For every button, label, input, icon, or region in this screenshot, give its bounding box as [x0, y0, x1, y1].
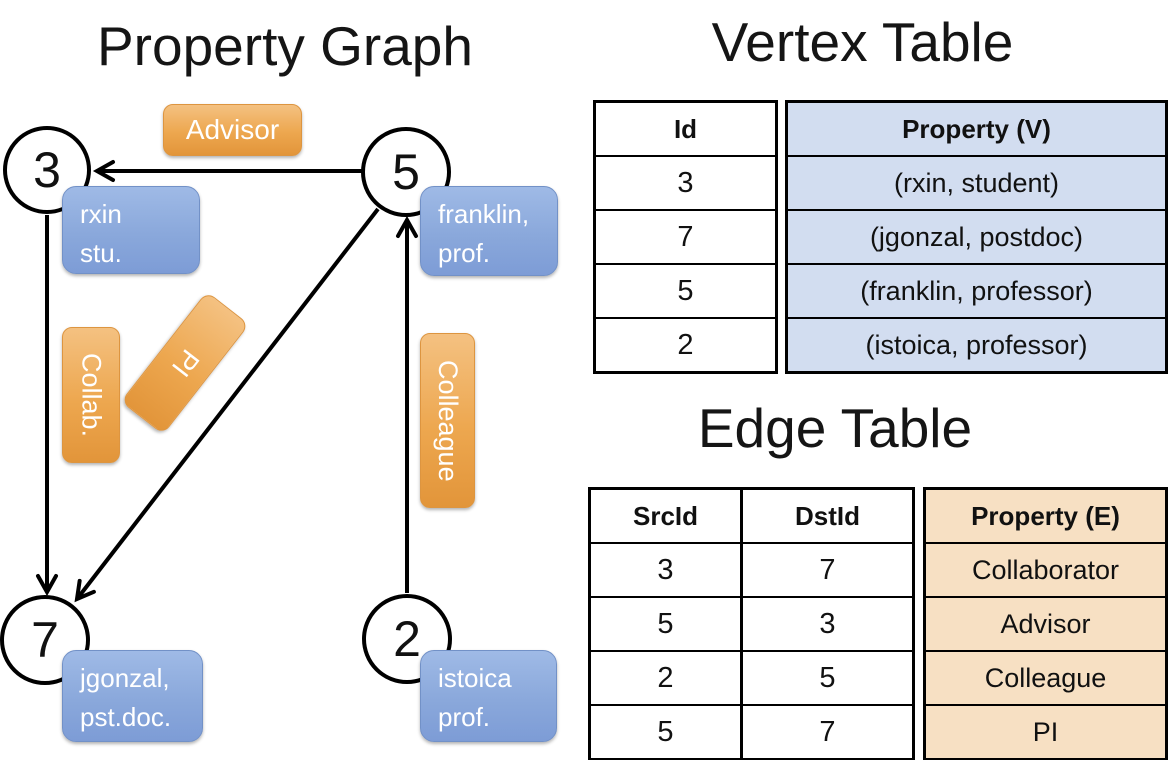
srcid-cell: 5	[657, 715, 674, 748]
table-row: Collaborator	[926, 542, 1165, 596]
table-row: 5 7	[591, 704, 912, 758]
vertex-table-property-column: Property (V) (rxin, student) (jgonzal, p…	[785, 100, 1168, 374]
vertex-card-line2: prof.	[438, 238, 491, 268]
srcid-cell: 2	[657, 661, 674, 694]
edge-table-dstid-header: DstId	[740, 490, 912, 542]
vertex-table: Id 3 7 5 2 Property (V) (rxin, student) …	[593, 100, 1168, 374]
vertex-node-2: 2	[362, 594, 452, 684]
vertex-table-property-header: Property (V)	[902, 113, 1051, 144]
table-row: (istoica, professor)	[788, 317, 1165, 371]
table-row: 2	[596, 317, 775, 371]
vertex-card-franklin: franklin, prof.	[420, 186, 558, 276]
dstid-cell: 7	[740, 544, 912, 596]
edge-table: SrcId DstId 3 7 5 3 2 5	[588, 487, 1168, 760]
edge-table-srcid-header: SrcId	[632, 500, 699, 531]
vertex-card-line1: franklin,	[438, 199, 530, 229]
graph-edges-layer	[36, 160, 418, 603]
vertex-card-line1: rxin	[80, 199, 122, 229]
vertex-card-line2: stu.	[80, 238, 122, 268]
dstid-cell: 5	[740, 652, 912, 704]
vertex-node-5: 5	[361, 127, 451, 217]
srcid-cell: 5	[657, 607, 674, 640]
table-row: 2 5	[591, 650, 912, 704]
vertex-card-line2: pst.doc.	[80, 702, 172, 732]
edge-pi-arrow	[74, 207, 380, 603]
table-row: (rxin, student)	[788, 155, 1165, 209]
table-row: PI	[926, 704, 1165, 758]
vertex-table-id-column: Id 3 7 5 2	[593, 100, 778, 374]
vertex-card-rxin: rxin stu.	[62, 186, 200, 274]
edge-table-id-columns: SrcId DstId 3 7 5 3 2 5	[588, 487, 915, 760]
table-column-gap	[778, 100, 785, 374]
table-row: 3 7	[591, 542, 912, 596]
table-row: Colleague	[926, 650, 1165, 704]
vertex-card-line1: jgonzal,	[80, 663, 170, 693]
edge-label-colleague: Colleague	[420, 333, 475, 508]
vertex-card-line1: istoica	[438, 663, 512, 693]
property-graph-title: Property Graph	[96, 15, 473, 77]
vertex-card-istoica: istoica prof.	[420, 650, 557, 742]
table-row: (jgonzal, postdoc)	[788, 209, 1165, 263]
srcid-cell: 3	[657, 553, 674, 586]
table-row: 7	[596, 209, 775, 263]
vertex-card-line2: prof.	[438, 702, 491, 732]
table-row: Advisor	[926, 596, 1165, 650]
edge-table-id-headers: SrcId DstId	[591, 490, 912, 542]
dstid-cell: 3	[740, 598, 912, 650]
table-column-gap	[915, 487, 923, 760]
edge-label-collab: Collab.	[62, 327, 120, 463]
table-row: 3	[596, 155, 775, 209]
vertex-table-id-header: Id	[673, 113, 698, 144]
edge-table-property-header: Property (E)	[971, 500, 1120, 531]
dstid-cell: 7	[740, 706, 912, 758]
edge-label-advisor: Advisor	[163, 104, 302, 156]
vertex-table-title: Vertex Table	[711, 11, 1014, 73]
table-row: 5	[596, 263, 775, 317]
edge-table-property-column: Property (E) Collaborator Advisor Collea…	[923, 487, 1168, 760]
vertex-card-jgonzal: jgonzal, pst.doc.	[62, 650, 203, 742]
table-row: 5 3	[591, 596, 912, 650]
table-row: (franklin, professor)	[788, 263, 1165, 317]
edge-table-title: Edge Table	[697, 397, 973, 459]
